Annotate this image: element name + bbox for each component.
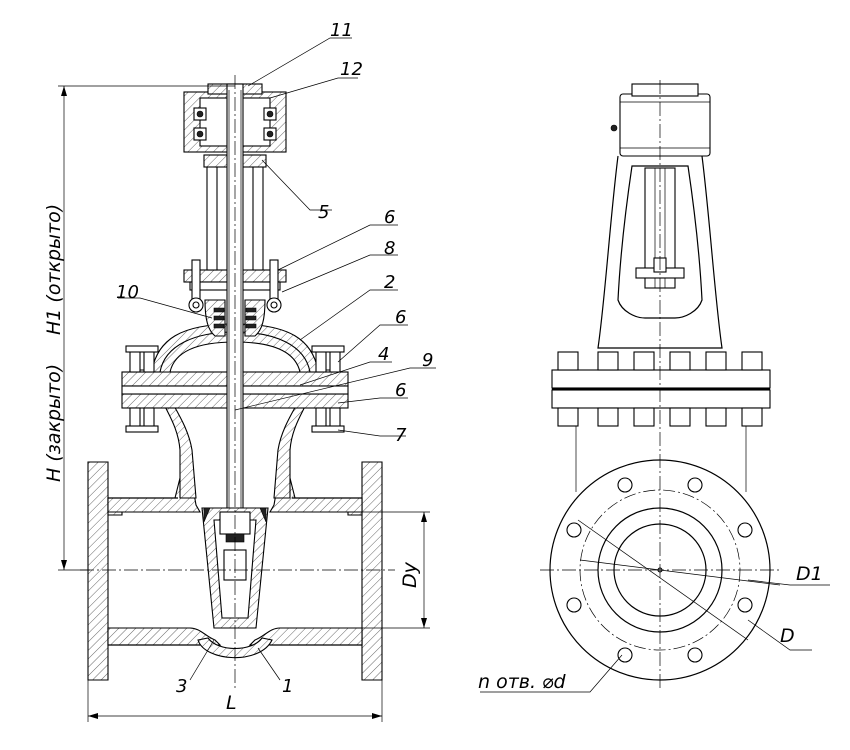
dim-label-h-closed: H (закрыто) <box>43 364 65 482</box>
callout-3: 3 <box>176 676 187 697</box>
callout-11: 11 <box>330 20 353 41</box>
callout-4: 4 <box>378 344 389 365</box>
callout-9: 9 <box>422 350 433 371</box>
top-nut-housing <box>610 83 711 157</box>
dim-label-holes: n отв. ⌀d <box>478 671 566 693</box>
callout-6-top: 6 <box>384 207 395 228</box>
callout-6-middle: 6 <box>395 307 406 328</box>
dim-label-h1-open: H1 (открыто) <box>43 204 65 335</box>
side-flange <box>551 351 771 492</box>
callout-12: 12 <box>340 59 363 80</box>
callout-5: 5 <box>318 202 329 223</box>
leader-lines <box>118 37 436 681</box>
dimension-lines <box>58 85 430 722</box>
callout-2: 2 <box>384 272 395 293</box>
dim-label-d: D <box>780 625 795 647</box>
callout-10: 10 <box>116 282 139 303</box>
side-leader-lines <box>480 579 830 693</box>
callout-7: 7 <box>395 425 407 446</box>
dim-label-l: L <box>226 692 237 714</box>
end-flange <box>540 80 781 690</box>
valve-body <box>87 323 383 681</box>
callout-6-bottom: 6 <box>395 380 406 401</box>
dim-label-dy: Dy <box>399 561 421 588</box>
callout-8: 8 <box>384 238 395 259</box>
side-view: D1 D n отв. ⌀d <box>478 80 830 693</box>
callout-1: 1 <box>282 676 293 697</box>
dim-label-d1: D1 <box>796 563 823 585</box>
section-view: 11 12 5 6 8 2 6 4 9 6 7 10 3 1 H1 (откры… <box>43 20 436 722</box>
